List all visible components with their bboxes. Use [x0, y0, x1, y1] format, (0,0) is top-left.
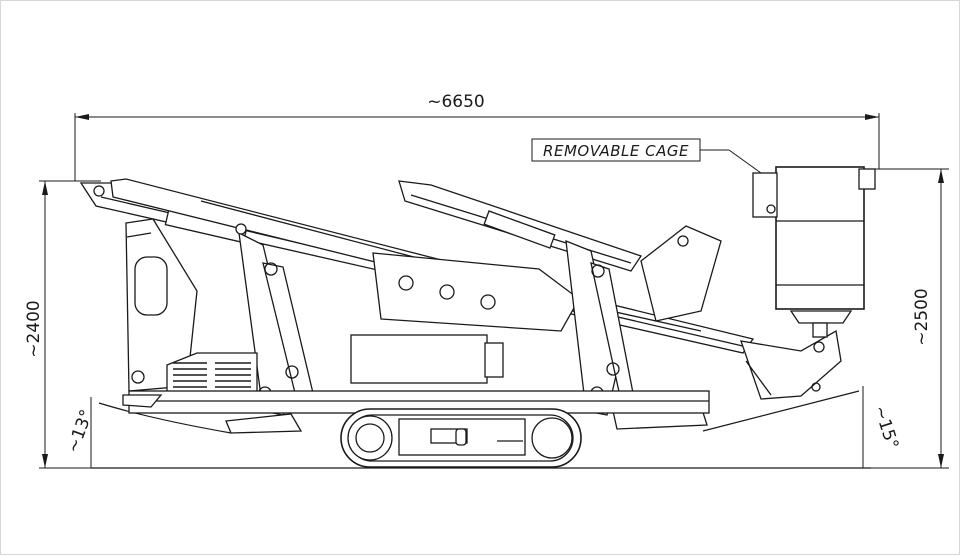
hydraulic-tank	[350, 334, 504, 384]
length-dimension-text: ~6650	[427, 92, 485, 112]
jib-arm	[740, 329, 842, 400]
removable-cage-callout: REMOVABLE CAGE	[531, 138, 762, 174]
height-left-dimension-text: ~2400	[24, 300, 44, 358]
rear-hinge-plate	[640, 225, 722, 322]
central-bracket	[372, 252, 580, 332]
angle-rear-text: ~15°	[869, 403, 902, 451]
angle-rear: ~15°	[702, 386, 902, 468]
dimension-height-left: ~2400	[24, 180, 101, 469]
crawler-track	[340, 408, 582, 468]
boom-stage-2	[398, 180, 643, 272]
height-right-dimension-text: ~2500	[912, 288, 932, 346]
rear-tower	[125, 218, 198, 392]
dimension-height-right: ~2500	[866, 168, 949, 469]
machine-drawing	[79, 166, 876, 468]
stabilizer-feet	[93, 185, 247, 408]
angle-front-text: ~13°	[63, 407, 97, 456]
basket-cage	[752, 166, 876, 338]
dimension-length: ~6650	[74, 92, 880, 181]
removable-cage-label: REMOVABLE CAGE	[543, 142, 689, 160]
